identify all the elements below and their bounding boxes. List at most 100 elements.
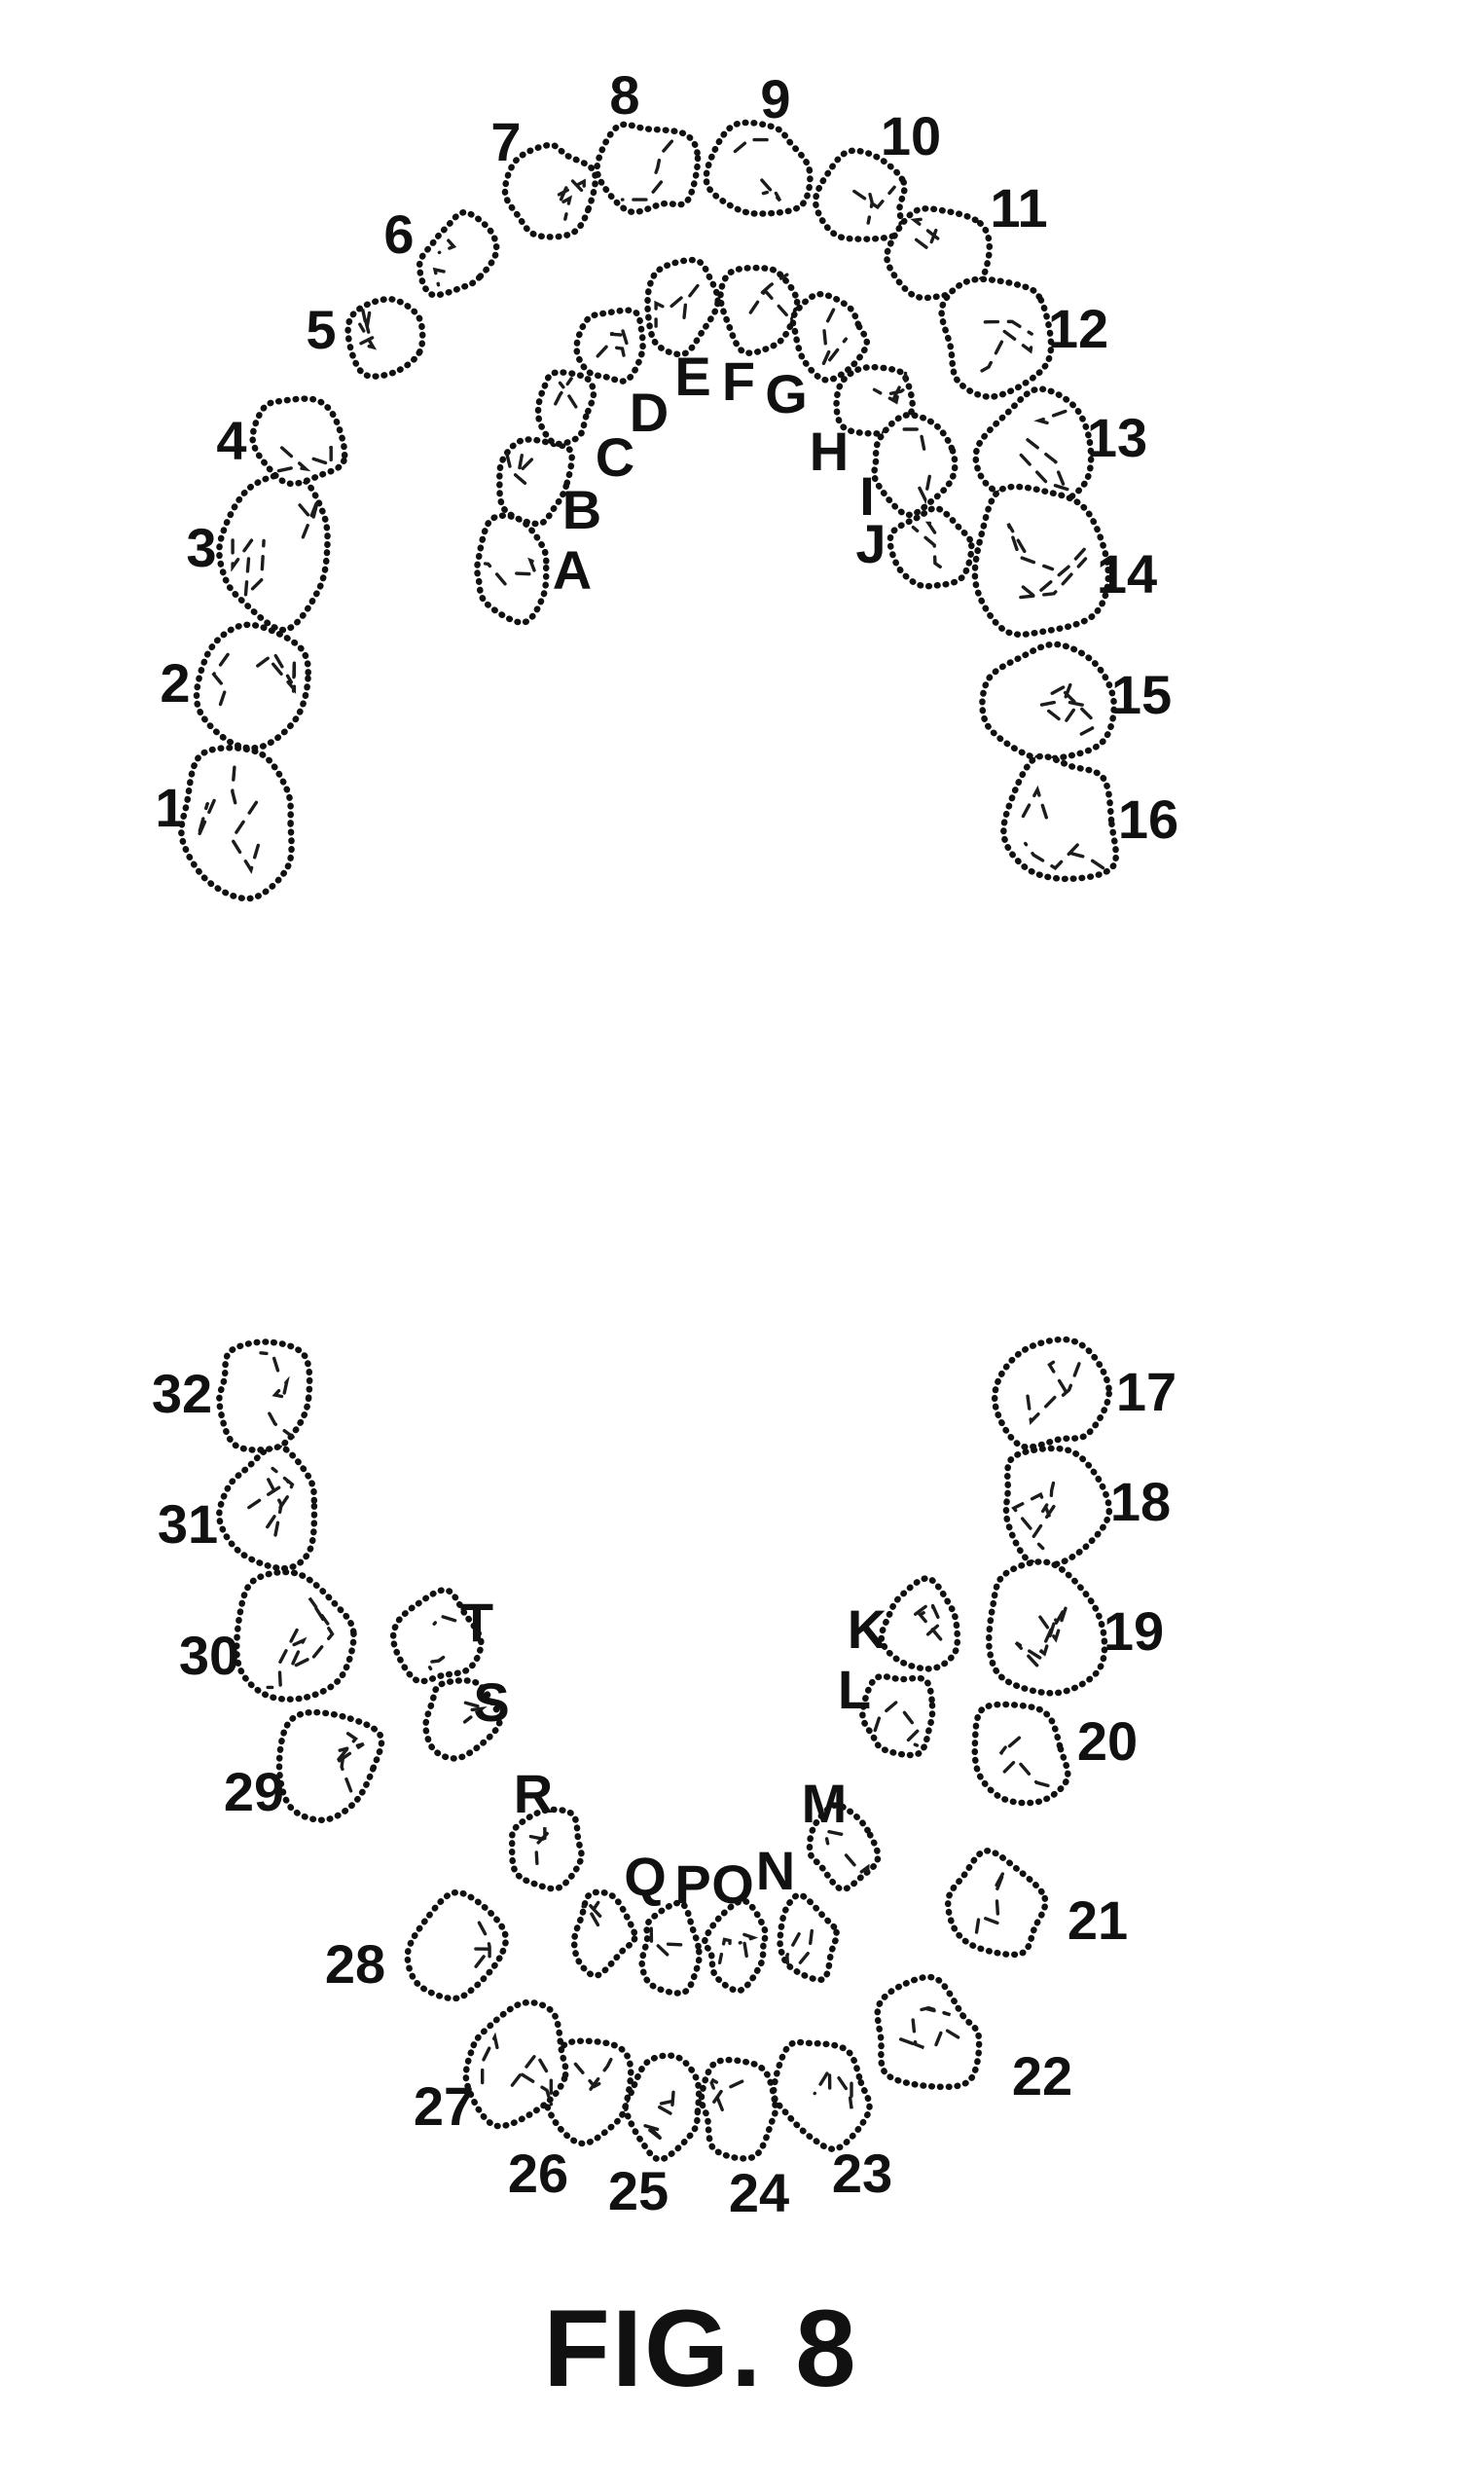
tooth-29-groove [337, 1728, 359, 1761]
tooth-R: R [508, 1763, 585, 1892]
tooth-1-groove [230, 800, 261, 874]
tooth-K-label: K [848, 1598, 887, 1660]
tooth-21-groove [992, 1869, 1006, 1893]
tooth-D: D [573, 307, 669, 443]
tooth-E: E [644, 256, 721, 407]
tooth-17-shape [991, 1336, 1112, 1450]
tooth-N-groove [798, 1928, 814, 1964]
tooth-3-label: 3 [186, 517, 216, 578]
tooth-15-groove [1036, 699, 1075, 726]
tooth-2-shape [193, 621, 311, 751]
tooth-C-shape [534, 369, 597, 448]
tooth-7-groove [555, 186, 573, 221]
tooth-26-groove [573, 2062, 601, 2089]
tooth-27-shape [462, 1998, 569, 2130]
tooth-M-groove [823, 1829, 844, 1846]
tooth-29: 29 [224, 1708, 385, 1823]
tooth-B-groove [504, 448, 527, 485]
tooth-F-label: F [722, 350, 755, 412]
tooth-2-groove [256, 650, 293, 684]
tooth-4-groove [311, 444, 333, 467]
tooth-C-label: C [596, 426, 634, 488]
tooth-17-label: 17 [1116, 1361, 1176, 1422]
tooth-10-groove [866, 192, 874, 225]
tooth-J-groove [911, 526, 942, 568]
tooth-M-label: M [802, 1773, 848, 1834]
tooth-J-groove [924, 521, 939, 534]
tooth-K-groove [917, 1605, 943, 1641]
tooth-18-groove [1031, 1504, 1056, 1551]
tooth-14-groove [1021, 546, 1088, 599]
tooth-T: T [389, 1587, 493, 1685]
tooth-11: 11 [884, 177, 1048, 302]
tooth-21-label: 21 [1068, 1889, 1128, 1951]
tooth-R-label: R [514, 1763, 553, 1824]
tooth-31: 31 [158, 1442, 318, 1572]
tooth-F: F [717, 264, 801, 412]
tooth-29-shape [275, 1708, 385, 1823]
tooth-18-label: 18 [1110, 1471, 1171, 1532]
tooth-5-label: 5 [306, 299, 336, 360]
tooth-2-groove [271, 658, 297, 694]
tooth-9-shape [703, 119, 814, 217]
tooth-B-label: B [562, 479, 601, 540]
tooth-A-shape [473, 512, 550, 626]
figure-caption: FIG. 8 [543, 2288, 858, 2409]
tooth-26-groove [589, 2050, 617, 2091]
tooth-D-groove [609, 328, 629, 347]
tooth-22-shape [874, 1973, 983, 2091]
tooth-2-groove [211, 652, 230, 708]
tooth-18: 18 [1002, 1445, 1171, 1569]
tooth-14-shape [971, 483, 1112, 639]
tooth-S-shape [422, 1677, 503, 1762]
tooth-30-groove [308, 1596, 335, 1659]
tooth-27-groove [510, 2050, 553, 2107]
tooth-14: 14 [971, 483, 1157, 639]
tooth-20: 20 [971, 1701, 1138, 1807]
tooth-P-shape [638, 1899, 703, 1997]
tooth-O-shape [701, 1897, 769, 1995]
tooth-21: 21 [944, 1848, 1128, 1959]
tooth-F-groove [748, 287, 788, 317]
tooth-4: 4 [216, 395, 348, 488]
tooth-9-groove [760, 178, 782, 202]
tooth-15-groove [1050, 679, 1095, 709]
tooth-S-groove [463, 1696, 482, 1709]
tooth-Q-groove [581, 1904, 600, 1927]
tooth-A: A [473, 512, 592, 626]
tooth-16-shape [1000, 752, 1119, 883]
tooth-G-groove [822, 305, 836, 346]
tooth-30-groove [266, 1628, 299, 1690]
tooth-14-groove [1006, 523, 1055, 571]
tooth-Q: Q [570, 1846, 667, 1979]
tooth-27-groove [521, 2072, 553, 2107]
tooth-1-shape [178, 744, 295, 902]
tooth-N-shape [777, 1891, 840, 1984]
tooth-19-groove [1032, 1604, 1068, 1643]
tooth-32-shape [216, 1338, 313, 1453]
tooth-8-groove [620, 180, 664, 202]
tooth-26-label: 26 [508, 2143, 568, 2204]
tooth-T-label: T [460, 1592, 493, 1653]
tooth-K-groove [909, 1599, 943, 1636]
tooth-32-groove [268, 1411, 295, 1439]
tooth-16-groove [1020, 785, 1048, 821]
tooth-O-groove [738, 1931, 759, 1958]
tooth-17-groove [1047, 1356, 1068, 1394]
tooth-M-shape [806, 1802, 882, 1892]
tooth-N: N [756, 1840, 840, 1984]
tooth-24-label: 24 [729, 2162, 789, 2223]
tooth-5-shape [344, 295, 426, 380]
tooth-13-shape [972, 385, 1095, 509]
tooth-23-label: 23 [832, 2143, 892, 2204]
tooth-2: 2 [160, 621, 311, 751]
tooth-18-shape [1002, 1445, 1113, 1569]
tooth-5: 5 [306, 295, 426, 380]
tooth-S-label: S [473, 1671, 509, 1733]
tooth-32-groove [259, 1351, 280, 1373]
tooth-4-shape [249, 395, 348, 488]
tooth-3-groove [293, 497, 320, 539]
